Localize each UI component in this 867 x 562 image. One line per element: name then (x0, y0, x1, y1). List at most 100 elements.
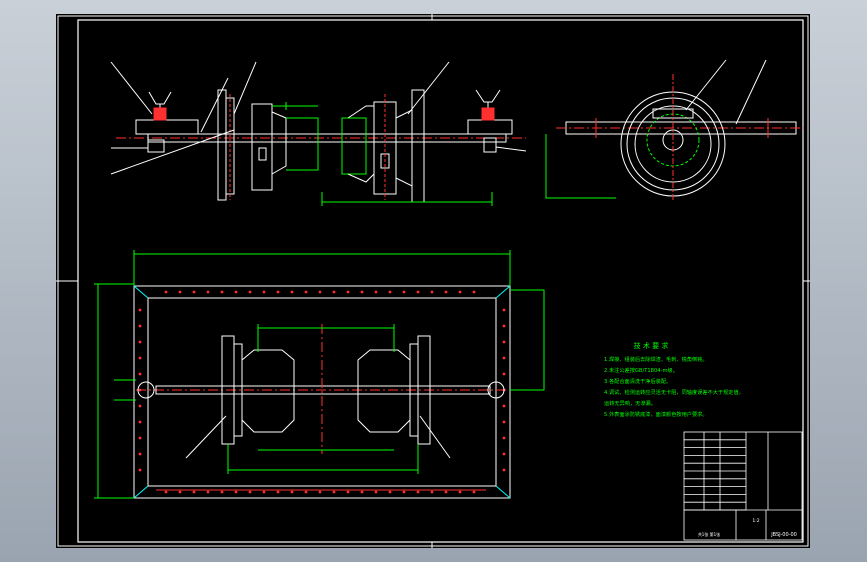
bolt-hole (248, 490, 252, 494)
bolt-hole (360, 290, 364, 294)
bolt-hole (206, 490, 210, 494)
note-line: 2.未注公差按GB/T1804-m级。 (604, 366, 678, 374)
bolt-hole (138, 356, 142, 360)
bolt-hole (290, 490, 294, 494)
note-line: 1.焊接、组装后去除焊渣、毛刺、锐角倒钝。 (604, 355, 708, 363)
plan-width-dimension (133, 250, 511, 286)
bolt-hole (178, 290, 182, 294)
bolt-hole (502, 436, 506, 440)
left-bearing (147, 139, 165, 153)
bolt-hole (206, 290, 210, 294)
bolt-hole (444, 490, 448, 494)
right-flange-plan (417, 335, 431, 445)
leader-line (233, 61, 257, 115)
note-line: 5.外表面涂防锈底漆，面漆颜色按用户要求。 (604, 410, 708, 418)
title-block-frame (683, 431, 803, 541)
leader-line (407, 61, 450, 115)
bolt-hole (138, 452, 142, 456)
bolt-hole (502, 340, 506, 344)
sheet-inner-border (77, 19, 804, 543)
technical-notes: 技 术 要 求 1.焊接、组装后去除焊渣、毛刺、锐角倒钝。 2.未注公差按GB/T… (604, 341, 744, 418)
frame-outer (133, 285, 511, 499)
bolt-hole (502, 308, 506, 312)
right-roller-plan (357, 349, 411, 433)
cad-drawing: 技 术 要 求 1.焊接、组装后去除焊渣、毛刺、锐角倒钝。 2.未注公差按GB/T… (56, 14, 810, 548)
bolt-hole (138, 404, 142, 408)
bolt-hole (164, 290, 168, 294)
bolt-hole (502, 420, 506, 424)
left-roller-cone (271, 111, 287, 175)
bolt-hole (502, 372, 506, 376)
bolt-hole (138, 324, 142, 328)
bolt-hole (360, 490, 364, 494)
bolt-hole (138, 372, 142, 376)
right-support-bar (467, 119, 513, 135)
bolt-hole (164, 490, 168, 494)
sheet-outer-border (57, 15, 809, 547)
bolt-hole (332, 490, 336, 494)
bolt-hole (502, 468, 506, 472)
leader-line (735, 59, 767, 125)
title-block-grid (684, 432, 769, 511)
leader-line (110, 61, 153, 115)
bolt-hole (276, 290, 280, 294)
bolt-hole (402, 290, 406, 294)
bolt-hole (388, 290, 392, 294)
left-roller-plan (241, 349, 295, 433)
frame-corner (133, 285, 149, 299)
leader-line (685, 59, 727, 111)
leader-line (200, 77, 229, 133)
left-end-bearing-plan (137, 381, 155, 399)
bolt-hole (138, 308, 142, 312)
left-roller-slot (258, 147, 267, 161)
left-roller (251, 103, 273, 191)
bolt-hole (138, 420, 142, 424)
bolt-hole (138, 468, 142, 472)
leader-line (185, 415, 227, 459)
plan-view (94, 250, 545, 499)
leader-line (495, 146, 527, 152)
left-flange-plate (217, 89, 227, 201)
bolt-hole (458, 490, 462, 494)
bolt-hole (402, 490, 406, 494)
front-view (110, 61, 527, 206)
front-overall-dimension (321, 192, 493, 206)
leader-line (110, 129, 235, 175)
plan-height-dimension (94, 283, 134, 499)
bolt-hole (458, 290, 462, 294)
frame-corner (133, 485, 149, 499)
bolt-hole (234, 290, 238, 294)
right-roller-cone (395, 109, 413, 187)
left-clamp-block (153, 107, 167, 121)
front-top-dimension (272, 102, 318, 110)
bolt-hole (388, 490, 392, 494)
frame-inner (147, 297, 497, 487)
flange-spacing-dimension (227, 444, 419, 474)
bolt-hole (192, 490, 196, 494)
bolt-hole (416, 290, 420, 294)
roller-spacing-dimension (257, 324, 395, 352)
right-end-bearing-plan (487, 381, 505, 399)
bolt-hole (138, 436, 142, 440)
side-view (545, 59, 804, 202)
bolt-hole (346, 290, 350, 294)
bolt-hole (220, 290, 224, 294)
drawing-viewport[interactable]: 技 术 要 求 1.焊接、组装后去除焊渣、毛刺、锐角倒钝。 2.未注公差按GB/T… (56, 14, 810, 548)
drawing-number: JBSJ-00-00 (770, 532, 797, 538)
bolt-hole (346, 490, 350, 494)
bolt-hole (220, 490, 224, 494)
center-hub (347, 105, 375, 183)
left-roller-hidden (286, 117, 319, 171)
bolt-hole (416, 490, 420, 494)
note-line: 运转无异响，无渗漏。 (604, 399, 656, 407)
sheet-count: 共1张 第1张 (698, 531, 720, 537)
bolt-hole (304, 290, 308, 294)
right-bearing (483, 137, 497, 153)
bolt-hole (374, 490, 378, 494)
bolt-hole (472, 290, 476, 294)
bolt-hole (430, 290, 434, 294)
bolt-hole (178, 490, 182, 494)
notes-heading: 技 术 要 求 (634, 341, 669, 350)
center-hub-hidden (341, 117, 367, 175)
plan-shaft (155, 385, 491, 395)
